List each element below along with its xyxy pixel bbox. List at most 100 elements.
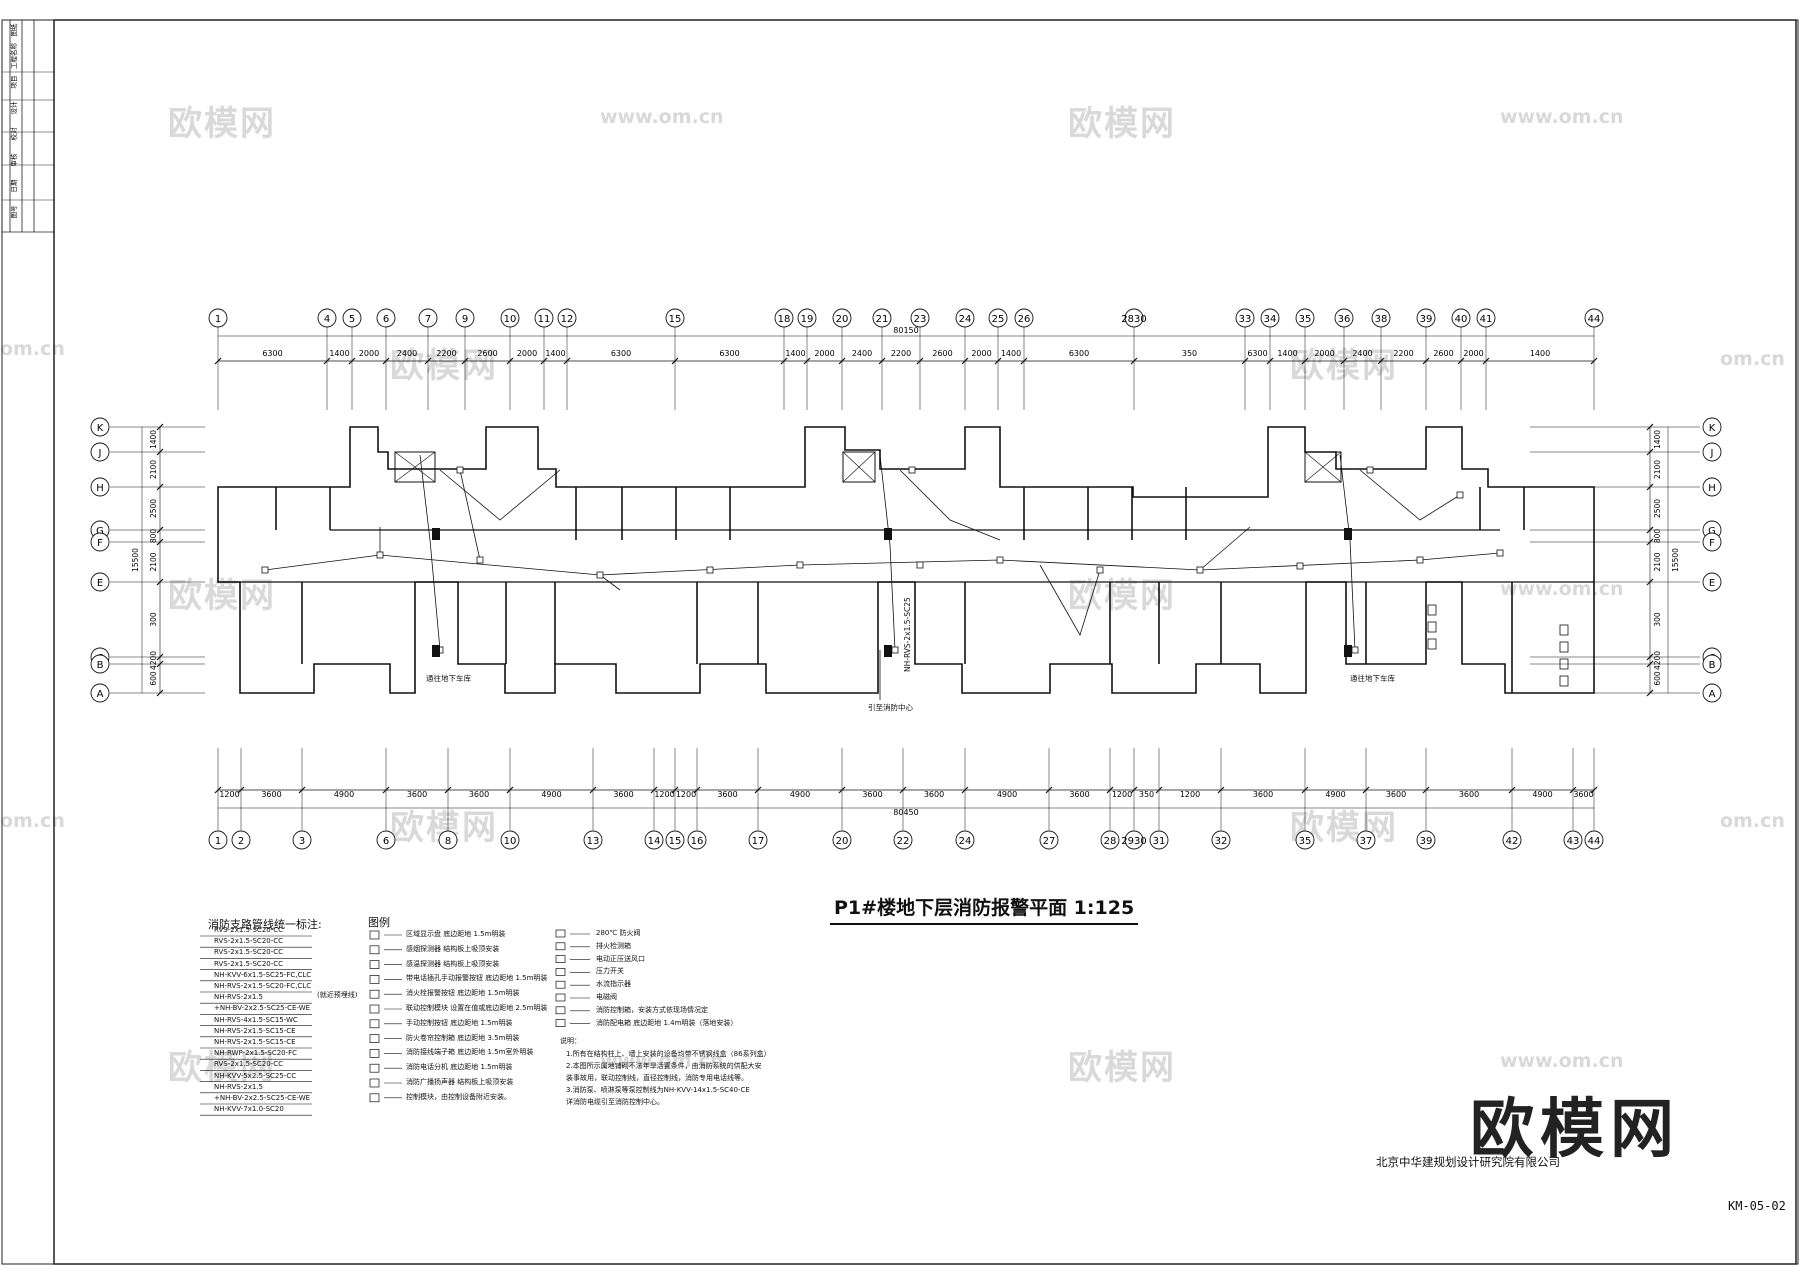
axis-label-bottom: 37	[1360, 836, 1373, 847]
axis-label-top: 18	[778, 314, 791, 325]
cable-spec: RVS-2x1.5-SC20-CC	[214, 1060, 284, 1069]
cable-line-swatches	[200, 935, 312, 1116]
watermark: 欧模网	[390, 346, 498, 386]
axis-bubble-row	[90, 417, 110, 437]
smoke-detector-icon	[891, 646, 899, 654]
cable-spec: RVS-2x1.5-SC20-CC	[214, 959, 284, 968]
axis-bubble-bottom	[1124, 830, 1144, 850]
dimension-bottom: 4900	[790, 790, 810, 799]
axis-label-bottom: 20	[836, 836, 849, 847]
watermark: www.om.cn	[600, 106, 724, 128]
cable-spec: RVS-2x1.5-SC20-CC	[214, 948, 284, 957]
alarm-cable	[879, 454, 896, 651]
axis-label-bottom: 6	[383, 836, 389, 847]
legend-symbol-icon	[369, 1049, 380, 1058]
axis-label-row: F	[97, 538, 103, 549]
axis-label-bottom: 1	[215, 836, 221, 847]
toilet-fixture	[1559, 675, 1569, 687]
dimension-top: 6300	[611, 349, 631, 358]
axis-bubble-bottom	[1039, 830, 1059, 850]
dimension-bottom: 3600	[1069, 790, 1089, 799]
axis-label-top: 25	[992, 314, 1005, 325]
axis-bubble-bottom	[583, 830, 603, 850]
stair-annotation-left: 通往地下车库	[426, 674, 471, 683]
dimension-top: 2000	[1314, 349, 1334, 358]
legend-symbol-icon	[369, 1063, 380, 1073]
cable-spec: NH-KVV-6x1.5-SC25-FC,CLC	[214, 970, 312, 979]
axis-label-bottom: 22	[897, 836, 910, 847]
axis-label-top: 20	[836, 314, 849, 325]
dimension-top: 2000	[814, 349, 834, 358]
fire-alarm-wiring	[264, 454, 1501, 700]
legend-symbol-icon	[555, 929, 566, 938]
legend-entry: 消火栓报警按钮 底边距地 1.5m明装	[406, 989, 520, 998]
dimension-top: 2600	[477, 349, 497, 358]
legend-entry: 电动正压送风口	[596, 954, 645, 963]
axis-label-top: 1	[215, 314, 221, 325]
legend-entry: 手动控制按钮 底边距地 1.5m明装	[406, 1018, 513, 1027]
fire-center-annotation: 引至消防中心	[868, 703, 913, 712]
axis-label-row: K	[1709, 423, 1716, 434]
dimension-top: 1400	[545, 349, 565, 358]
axis-label-row: A	[1709, 689, 1716, 700]
axis-label-top: 33	[1239, 314, 1252, 325]
dimension-row: 800	[149, 529, 158, 544]
dimension-top: 2000	[1463, 349, 1483, 358]
axis-bubble-bottom	[438, 830, 458, 850]
smoke-detector-icon	[1416, 556, 1424, 564]
note-item: 装事故用，联动控制线，直径控制线，消防专用电话线等。	[566, 1074, 748, 1082]
alarm-cable	[899, 469, 1001, 541]
title-block-label: 图号	[10, 205, 18, 219]
alarm-cable	[439, 469, 561, 521]
dimension-top: 2200	[436, 349, 456, 358]
axis-bubble-bottom	[1211, 830, 1231, 850]
dimension-top: 6300	[1069, 349, 1089, 358]
axis-bubble-bottom	[231, 830, 251, 850]
dimension-top: 2400	[852, 349, 872, 358]
dimension-bottom: 4900	[1325, 790, 1345, 799]
legend-symbol-icon	[369, 1093, 380, 1103]
axis-label-top: 10	[504, 314, 517, 325]
axis-label-bottom: 43	[1567, 836, 1580, 847]
legend-symbol-icon	[555, 1006, 566, 1015]
axis-label-top: 21	[876, 314, 889, 325]
legend-entry: 排火检测箱	[596, 941, 631, 950]
watermark: om.cn	[0, 810, 65, 832]
axis-label-bottom: 14	[648, 836, 661, 847]
row-axis-grid: KJHGFECBA1400210025008002100300420060015…	[90, 417, 1722, 703]
legend-symbol-icon	[555, 1019, 566, 1027]
legend-entry: 消防电话分机 底边距地 1.5m明装	[406, 1063, 513, 1072]
note-item: 1.所有在结构柱上、墙上安装的设备均带不锈钢线盒（86系列盒）	[566, 1050, 771, 1058]
legend-entry: 280℃ 防火阀	[596, 929, 641, 937]
dimension-row: 1400	[1653, 430, 1662, 449]
dimension-row: 300	[1653, 612, 1662, 627]
axis-label-bottom: 31	[1153, 836, 1166, 847]
watermark: www.om.cn	[1500, 578, 1624, 600]
smoke-detector-icon	[1296, 562, 1304, 570]
dimension-bottom: 1200	[676, 790, 696, 799]
axis-bubble-row	[1702, 683, 1722, 703]
axis-label-bottom: 44	[1588, 836, 1601, 847]
smoke-detector-icon	[916, 561, 924, 569]
dimension-top: 6300	[262, 349, 282, 358]
dimension-top: 2600	[1433, 349, 1453, 358]
dimension-row: 2100	[1653, 460, 1662, 479]
alarm-cable	[459, 469, 481, 561]
axis-bubble-bottom	[500, 830, 520, 850]
axis-label-top: 4	[324, 314, 330, 325]
dimension-row: 300	[149, 612, 158, 627]
axis-bubble-row	[1702, 532, 1722, 552]
axis-label-bottom: 42	[1506, 836, 1519, 847]
total-dimension-top: 80150	[893, 326, 918, 335]
alarm-cable	[1039, 564, 1101, 637]
smoke-detector-icon	[1496, 549, 1504, 557]
axis-bubble-bottom	[376, 830, 396, 850]
axis-label-row: E	[1709, 578, 1715, 589]
cable-spec: NH-RWP-2x1.5-SC20-FC	[214, 1049, 298, 1058]
cable-spec: NH-RVS-2x1.5-SC15-CE	[214, 1026, 296, 1035]
legend-symbol-icon	[369, 975, 380, 984]
axis-label-top: 2830	[1121, 314, 1146, 325]
